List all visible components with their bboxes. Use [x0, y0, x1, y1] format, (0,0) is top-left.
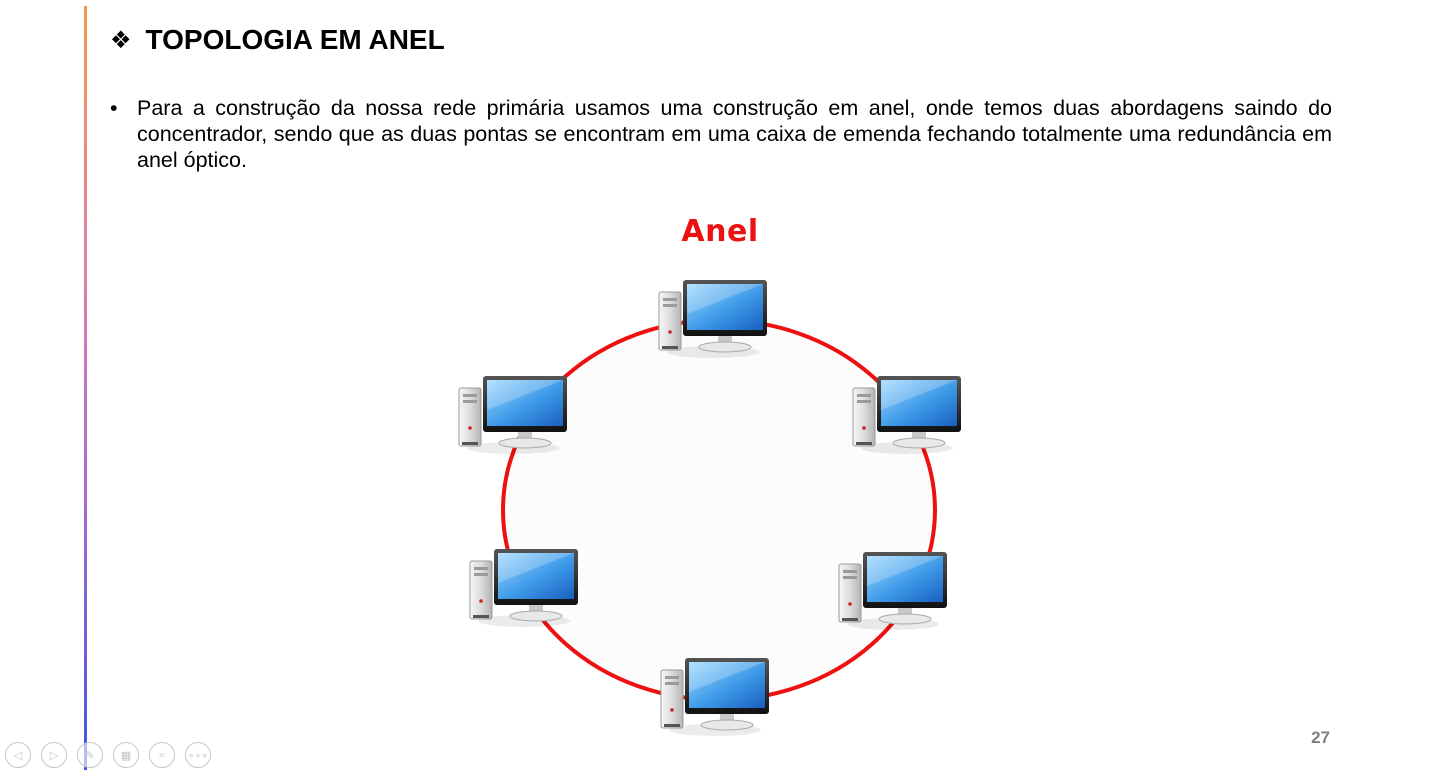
- computer-node-upper-right-icon: [852, 375, 962, 455]
- see-all-slides-button[interactable]: ▦: [113, 742, 139, 768]
- more-options-button[interactable]: ∘∘∘: [185, 742, 211, 768]
- previous-slide-button[interactable]: ◁: [5, 742, 31, 768]
- body-paragraph: • Para a construção da nossa rede primár…: [110, 95, 1332, 173]
- zoom-button[interactable]: ⌕: [149, 742, 175, 768]
- pen-tool-button[interactable]: ✎: [77, 742, 103, 768]
- body-text: Para a construção da nossa rede primária…: [137, 96, 1332, 172]
- computer-node-upper-left-icon: [458, 375, 568, 455]
- slide-title: TOPOLOGIA EM ANEL: [145, 24, 445, 55]
- computer-node-top-icon: [658, 279, 768, 359]
- pen-icon: ✎: [85, 748, 95, 762]
- diamond-bullet-icon: ❖: [110, 26, 132, 54]
- ellipsis-icon: ∘∘∘: [187, 748, 209, 762]
- next-slide-button[interactable]: ▷: [41, 742, 67, 768]
- slides-grid-icon: ▦: [120, 748, 132, 762]
- accent-bar: [84, 6, 87, 770]
- computer-node-lower-left-icon: [469, 548, 579, 628]
- bullet-icon: •: [110, 96, 118, 120]
- slideshow-controls: ◁ ▷ ✎ ▦ ⌕ ∘∘∘: [5, 742, 211, 768]
- computer-node-bottom-icon: [660, 657, 770, 737]
- diagram-title: Anel: [681, 214, 759, 249]
- page-number: 27: [1311, 728, 1330, 747]
- ring-cable: [501, 318, 937, 702]
- slide-title-row: ❖ TOPOLOGIA EM ANEL: [110, 20, 445, 60]
- computer-node-lower-right-icon: [838, 551, 948, 631]
- magnifier-icon: ⌕: [158, 748, 166, 761]
- arrow-left-icon: ◁: [13, 748, 23, 762]
- arrow-right-icon: ▷: [49, 748, 59, 762]
